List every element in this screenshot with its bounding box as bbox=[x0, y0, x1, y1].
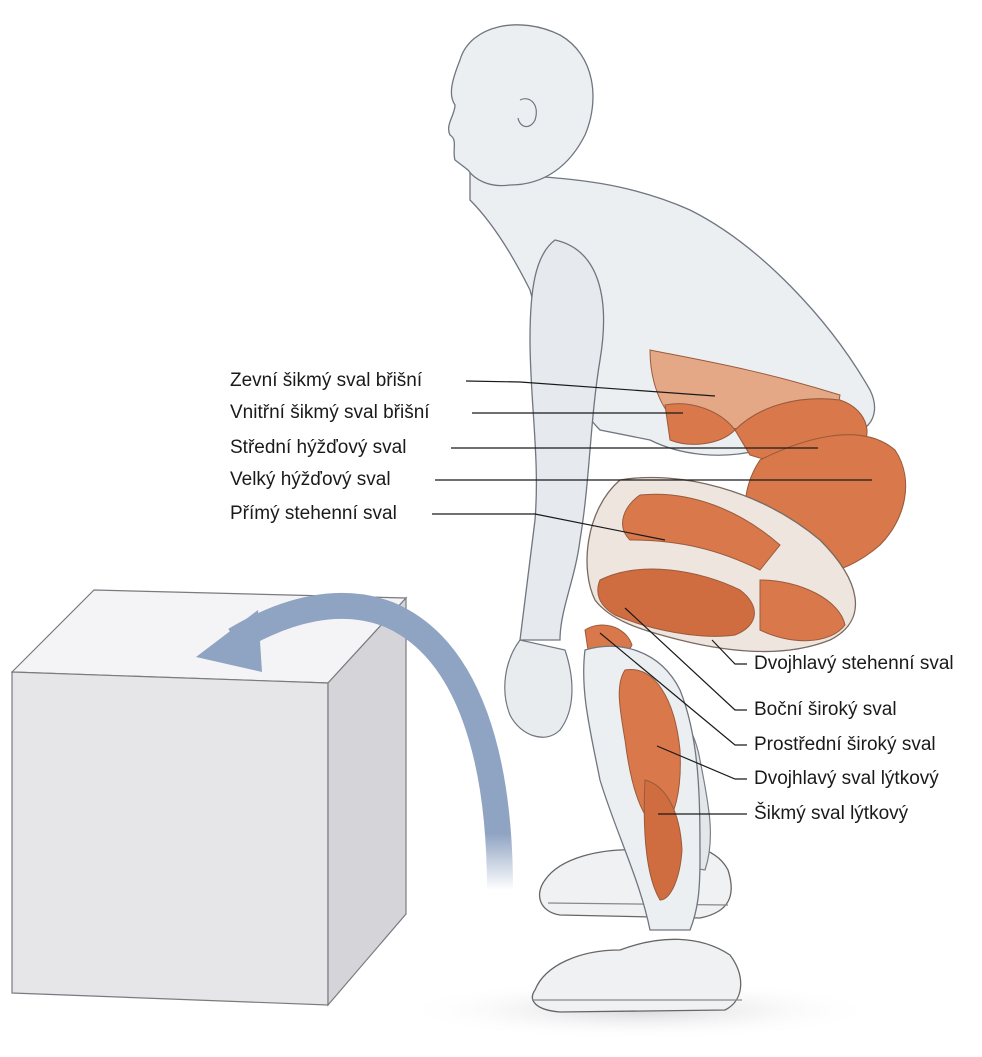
label-biceps-femoris: Dvojhlavý stehenní sval bbox=[754, 653, 954, 675]
head bbox=[449, 25, 593, 186]
box-front bbox=[12, 672, 328, 1005]
label-gastrocnemius: Dvojhlavý sval lýtkový bbox=[754, 768, 939, 790]
label-vastus-lateralis: Boční široký sval bbox=[754, 699, 897, 721]
label-external-oblique: Zevní šikmý sval břišní bbox=[230, 370, 422, 392]
label-rectus-femoris: Přímý stehenní sval bbox=[230, 503, 397, 525]
label-gluteus-maximus: Velký hýžďový sval bbox=[230, 469, 391, 491]
hand bbox=[505, 640, 572, 737]
label-internal-oblique: Vnitřní šikmý sval břišní bbox=[230, 402, 430, 424]
label-vastus-medialis: Prostřední široký sval bbox=[754, 734, 936, 756]
front-shoe bbox=[532, 939, 742, 1012]
label-gluteus-medius: Střední hýžďový sval bbox=[230, 437, 406, 459]
label-soleus: Šikmý sval lýtkový bbox=[754, 803, 908, 825]
